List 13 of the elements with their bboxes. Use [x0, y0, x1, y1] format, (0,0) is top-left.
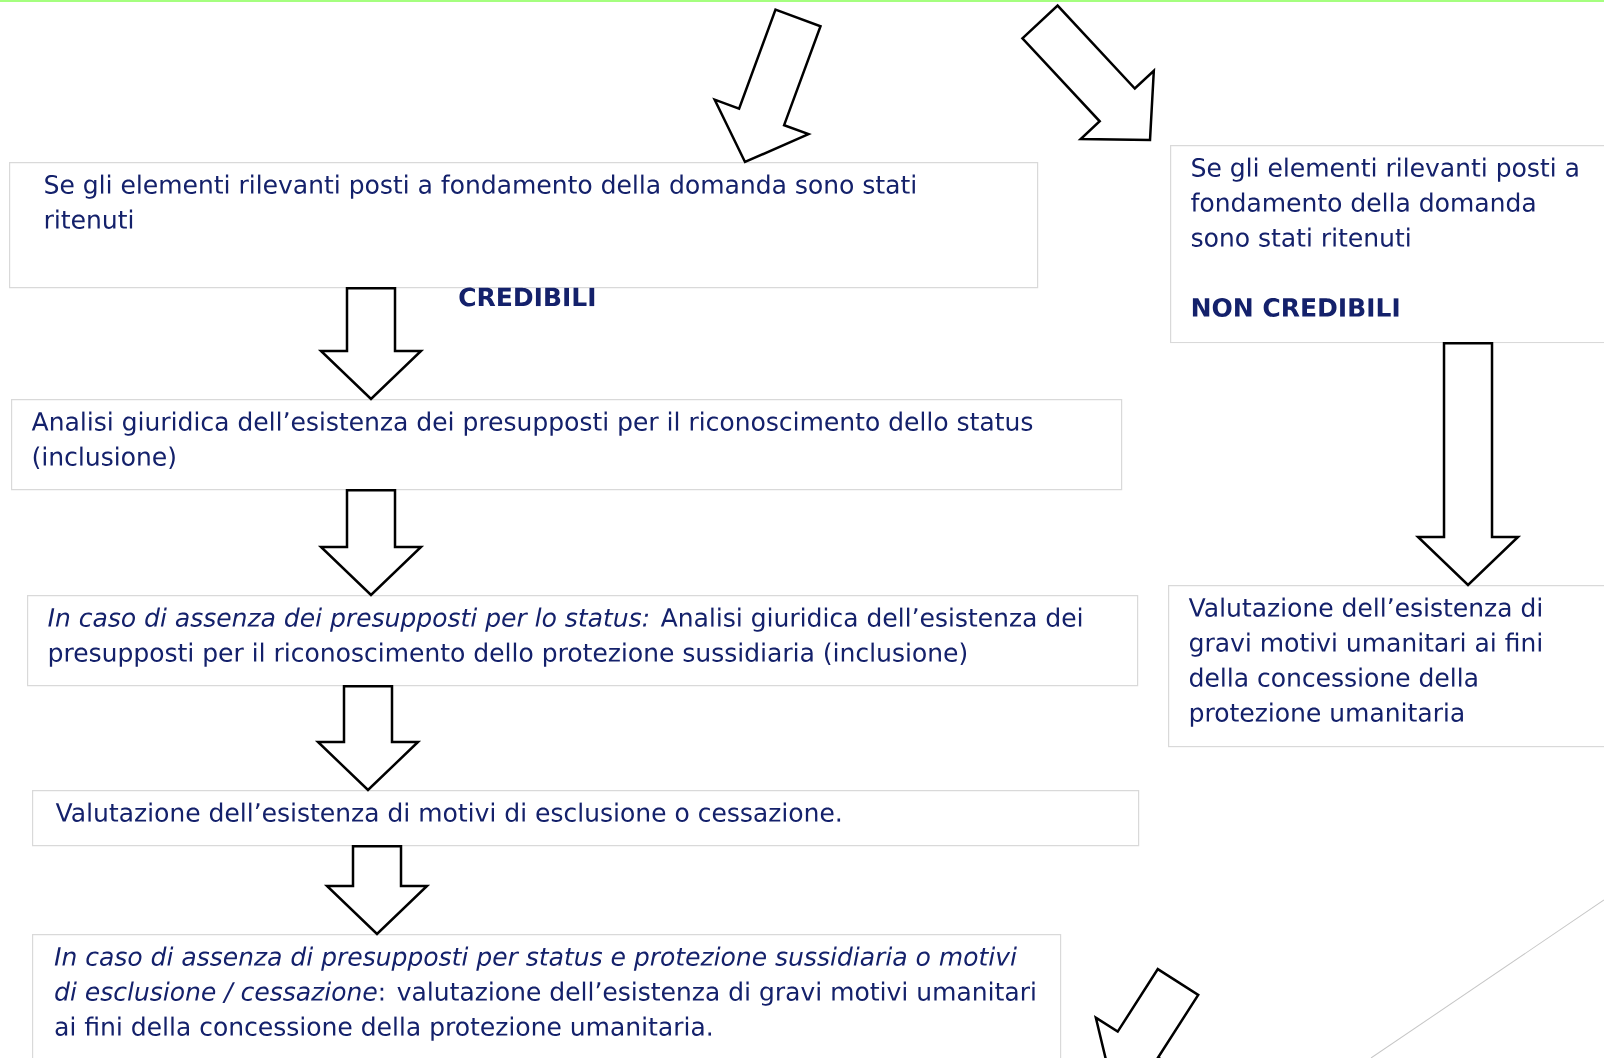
process-box: Valutazione dell’esistenza di motivi di esclusione o cessazione. [32, 790, 1140, 847]
block-arrow [317, 488, 425, 597]
block-arrow [712, 8, 823, 164]
outcome-label: CREDIBILI [459, 287, 595, 307]
block-arrow [317, 286, 425, 401]
block-arrow [1414, 341, 1522, 587]
process-box: Analisi giuridica dell’esistenza dei presupposti per il riconoscimento dello status (inclusione) [11, 399, 1123, 491]
block-arrow [314, 684, 422, 792]
process-box: Se gli elementi rilevanti posti a fondamento della domanda sono stati ritenuti NON CREDIBILI [1170, 145, 1604, 344]
block-arrow [323, 844, 431, 936]
process-box: In caso di assenza dei presupposti per lo status: Analisi giuridica dell’esistenza dei presupposti per il riconoscimento dello protezione sussidiaria (inclusione) [27, 595, 1139, 687]
process-box: Valutazione dell’esistenza di gravi motivi umanitari ai fini della concessione della protezione umanitaria [1168, 585, 1604, 748]
process-box: In caso di assenza di presupposti per status e protezione sussidiaria o motivi di esclusione / cessazione: valutazione dell’esistenza di gravi motivi umanitari ai fini della concessione della protezione umanitaria. [32, 934, 1062, 1058]
